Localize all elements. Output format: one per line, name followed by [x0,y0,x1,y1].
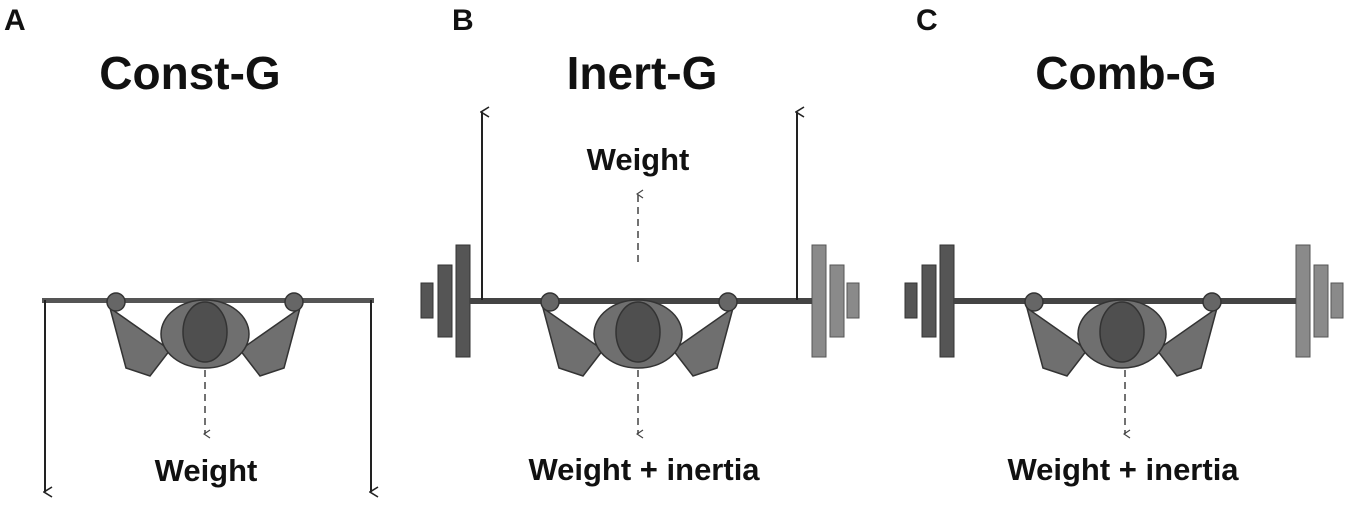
panel-b-title: Inert-G [566,47,718,99]
panel-c-letter: C [916,4,938,37]
panel-b-left-plate-medium [437,264,453,338]
panel-c-right-plate-small [1330,282,1344,319]
panel-b-weight-label: Weight [586,142,690,177]
panel-b-right-plate-medium [829,264,845,338]
panel-a-figure [42,292,374,492]
panel-a-title: Const-G [99,47,281,99]
panel-b-lifter [540,292,738,377]
panel-b-left-plate-small [420,282,434,319]
panel-b-left-plate-large [455,244,471,358]
panel-a-letter: A [4,4,26,37]
panel-b-right-plate-small [846,282,860,319]
panel-c-right-plate-large [1295,244,1311,358]
panel-c-figure [904,244,1344,434]
panel-c-left-plate-medium [921,264,937,338]
panel-b-weight-inertia-label: Weight + inertia [528,452,760,487]
panel-c-title: Comb-G [1035,47,1217,99]
panel-c-right-plate-medium [1313,264,1329,338]
panel-a-weight-label: Weight [154,453,258,488]
panel-b-letter: B [452,4,474,37]
panel-b-right-plate-large [811,244,827,358]
panel-c-left-plate-small [904,282,918,319]
panel-b-figure [420,112,860,434]
panel-a-lifter [106,292,304,377]
panel-c-left-plate-large [939,244,955,358]
panel-c-weight-inertia-label: Weight + inertia [1007,452,1239,487]
panel-c-lifter [1024,292,1222,377]
